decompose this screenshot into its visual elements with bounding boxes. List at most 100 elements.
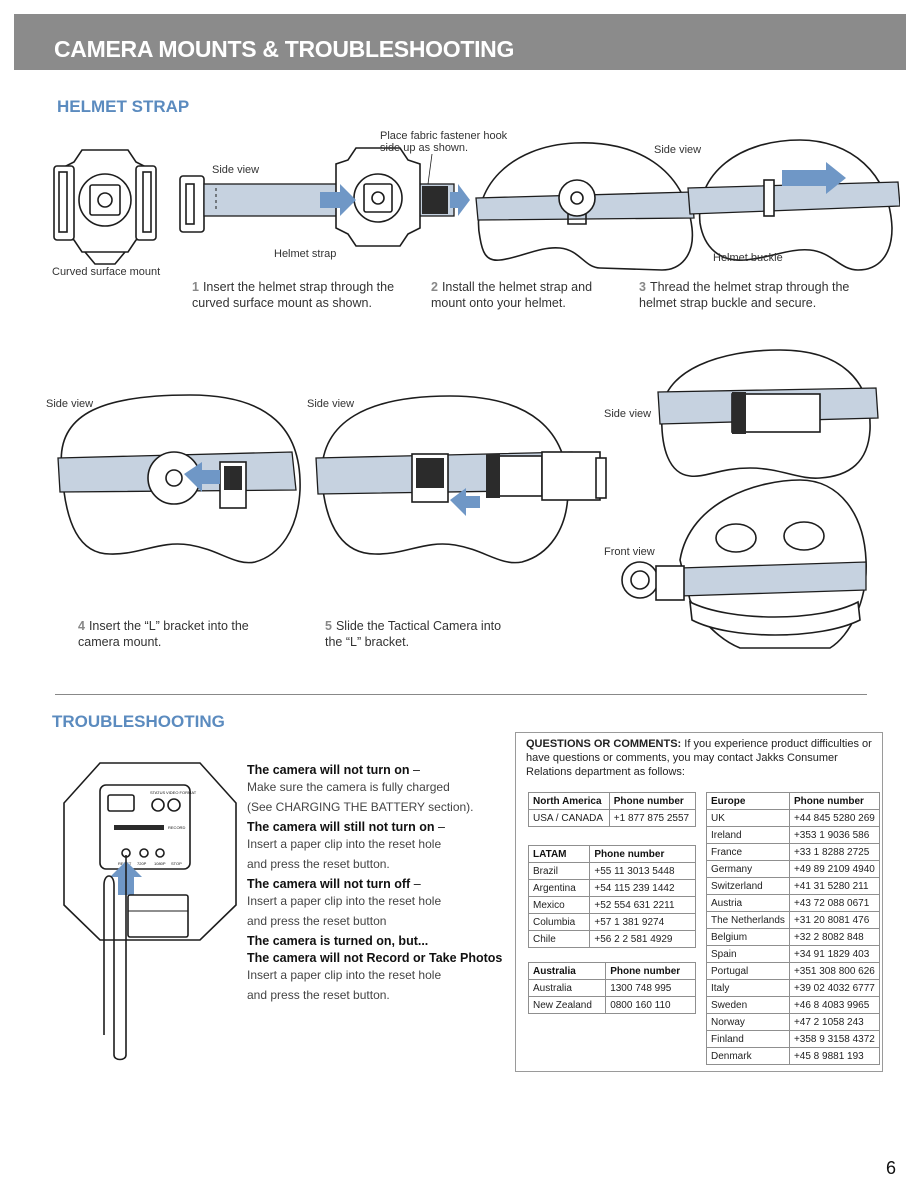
phone-row: The Netherlands+31 20 8081 476: [706, 911, 880, 929]
helmet-strap-illustrations-row2: [57, 349, 879, 649]
side-view-label: Side view: [212, 164, 260, 176]
country-cell: USA / CANADA: [528, 809, 610, 827]
issue-desc: Insert a paper clip into the reset hole: [247, 968, 442, 982]
helmet-strap-illustration: [179, 147, 470, 247]
phone-row: Switzerland+41 31 5280 211: [706, 877, 880, 895]
country-cell: Austria: [706, 894, 790, 912]
country-cell: Portugal: [706, 962, 790, 980]
phone-cell: +45 8 9881 193: [788, 1047, 880, 1065]
country-cell: Italy: [706, 979, 790, 997]
helmet-strap-title: HELMET STRAP: [57, 97, 190, 116]
helmet-strap-label: Helmet strap: [274, 248, 337, 260]
phone-row: Denmark+45 8 9881 193: [706, 1047, 880, 1065]
phone-row: Chile+56 2 2 581 4929: [527, 930, 696, 948]
country-cell: Norway: [706, 1013, 790, 1031]
country-cell: The Netherlands: [706, 911, 790, 929]
helmet-buckle-illustration: [687, 139, 900, 271]
step-text: Insert the helmet strap through the curv…: [192, 280, 395, 310]
issue-desc: and press the reset button: [247, 914, 387, 928]
country-cell: New Zealand: [527, 996, 607, 1014]
phone-cell: +34 91 1829 403: [788, 945, 880, 963]
step-text: Insert the “L” bracket into the camera m…: [78, 619, 249, 649]
phone-row: UK+44 845 5280 269: [706, 809, 880, 827]
curved-mount-label: Curved surface mount: [52, 266, 161, 278]
phone-row: Finland+358 9 3158 4372: [706, 1030, 880, 1048]
contact-text: If you experience product difficulties o…: [526, 738, 872, 778]
camera-record-label: RECORD: [168, 825, 185, 830]
phone-row: Belgium+32 2 8082 848: [706, 928, 880, 946]
phone-cell: +55 11 3013 5448: [589, 862, 696, 880]
camera-video-format-label: VIDEO FORMAT: [166, 790, 197, 795]
country-cell: UK: [706, 809, 790, 827]
country-cell: Switzerland: [706, 877, 790, 895]
country-cell: Belgium: [706, 928, 790, 946]
issue-title: The camera is turned on, but...: [247, 934, 429, 948]
phone-cell: +31 20 8081 476: [788, 911, 880, 929]
phone-cell: +43 72 088 0671: [788, 894, 880, 912]
step-text: Slide the Tactical Camera into the “L” b…: [325, 619, 502, 649]
country-cell: Chile: [527, 930, 591, 948]
page-title: CAMERA MOUNTS & TROUBLESHOOTING: [54, 36, 515, 62]
country-cell: Finland: [706, 1030, 790, 1048]
phone-cell: 0800 160 110: [605, 996, 696, 1014]
issue-title: The camera will not Record or Take Photo…: [247, 951, 503, 965]
issue-desc: Insert a paper clip into the reset hole: [247, 894, 442, 908]
troubleshooting-item: The camera is turned on, but...: [247, 934, 507, 948]
helmet-buckle-label: Helmet buckle: [713, 252, 783, 264]
page-header: CAMERA MOUNTS & TROUBLESHOOTING: [14, 14, 906, 70]
phone-cell: +54 115 239 1442: [589, 879, 696, 897]
phone-row: Portugal+351 308 800 626: [706, 962, 880, 980]
issue-desc: Make sure the camera is fully charged: [247, 780, 450, 794]
helmet-camera-side-illustration: [657, 349, 879, 479]
phone-cell: +1 877 875 2557: [608, 809, 697, 827]
country-cell: Spain: [706, 945, 790, 963]
camera-stop-label: STOP: [171, 861, 182, 866]
phone-row: Sweden+46 8 4083 9965: [706, 996, 880, 1014]
front-view-label: Front view: [604, 546, 655, 558]
step-text: Thread the helmet strap through the helm…: [639, 280, 850, 310]
curved-surface-mount-illustration: [53, 149, 157, 265]
country-cell: Australia: [527, 979, 607, 997]
page-number: 6: [885, 1158, 896, 1178]
fastener-note-label: Place fabric fastener hook side up as sh…: [380, 130, 508, 154]
phone-row: Italy+39 02 4032 6777: [706, 979, 880, 997]
troubleshooting-item: The camera will not turn off – Insert a …: [247, 877, 507, 931]
troubleshooting-item: The camera will not turn on – Make sure …: [247, 763, 507, 817]
step-text: Install the helmet strap and mount onto …: [431, 280, 593, 310]
phone-row: USA / CANADA+1 877 875 2557: [528, 809, 697, 827]
phone-cell: 1300 748 995: [605, 979, 696, 997]
helmet-camera-front-illustration: [621, 479, 867, 649]
issue-desc: and press the reset button.: [247, 857, 390, 871]
step-number: 3: [639, 280, 646, 294]
troubleshooting-item: The camera will still not turn on – Inse…: [247, 820, 507, 874]
phone-cell: +49 89 2109 4940: [788, 860, 880, 878]
phone-row: Norway+47 2 1058 243: [706, 1013, 880, 1031]
phone-row: Spain+34 91 1829 403: [706, 945, 880, 963]
phone-cell: +351 308 800 626: [788, 962, 880, 980]
phone-row: Columbia+57 1 381 9274: [527, 913, 696, 931]
contact-box: QUESTIONS OR COMMENTS: If you experience…: [515, 732, 883, 1072]
country-cell: Argentina: [527, 879, 591, 897]
phone-row: Mexico+52 554 631 2211: [527, 896, 696, 914]
troubleshooting-list: The camera will not turn on – Make sure …: [247, 760, 507, 1005]
phone-cell: +39 02 4032 6777: [788, 979, 880, 997]
phone-cell: +41 31 5280 211: [788, 877, 880, 895]
section-divider: [55, 694, 867, 695]
side-view-label: Side view: [307, 398, 355, 410]
phone-cell: +47 2 1058 243: [788, 1013, 880, 1031]
camera-status-label: STATUS: [150, 790, 166, 795]
phone-cell: +56 2 2 581 4929: [589, 930, 696, 948]
issue-desc: Insert a paper clip into the reset hole: [247, 837, 442, 851]
country-cell: France: [706, 843, 790, 861]
side-view-label: Side view: [604, 408, 652, 420]
